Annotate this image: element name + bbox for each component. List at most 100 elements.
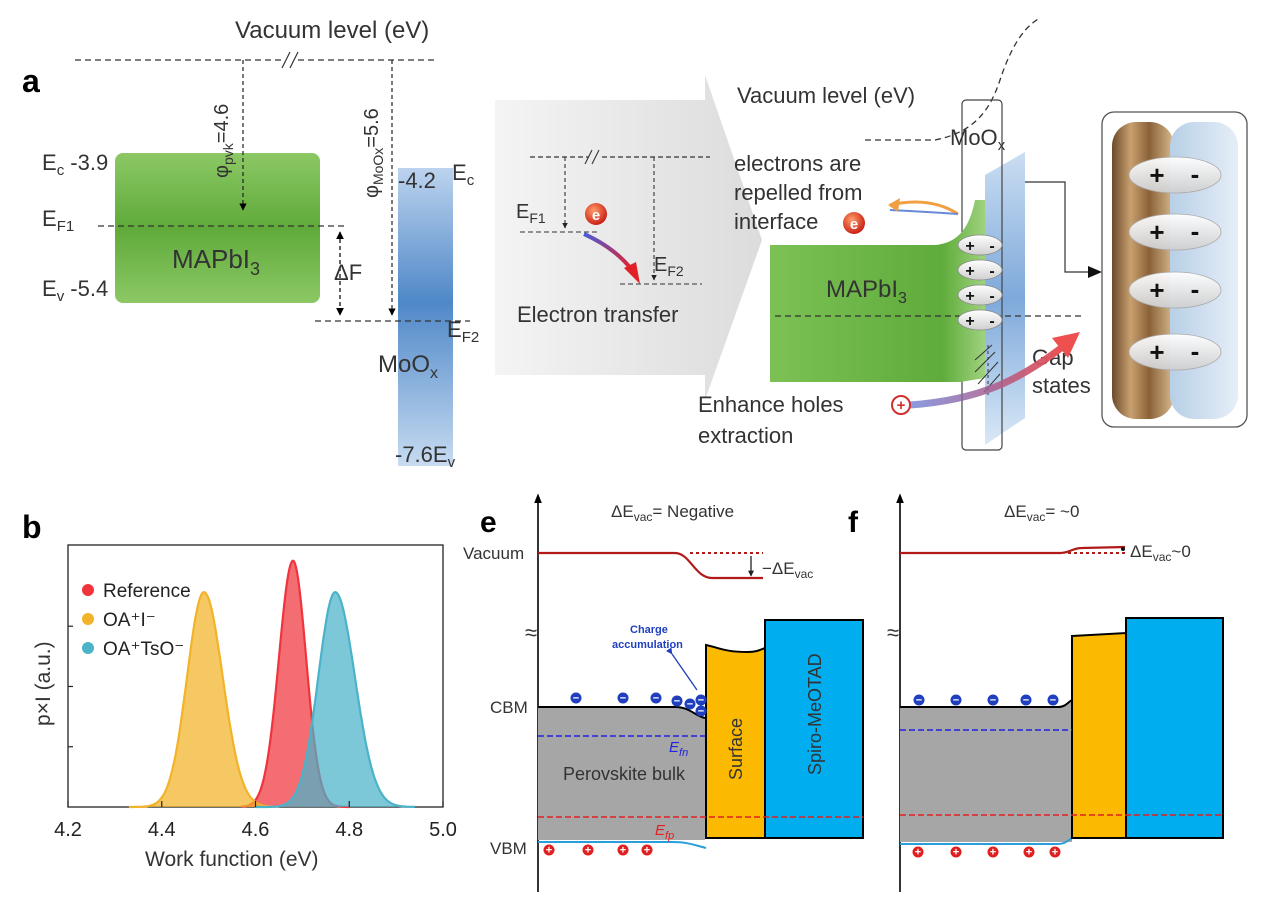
fHoles-sign-0: +: [915, 847, 921, 859]
x-tick-label-4: 5.0: [429, 819, 457, 841]
right-moox-layer: [985, 152, 1025, 445]
gap-line2: states: [1032, 373, 1091, 398]
fHoles-dot-0: [912, 846, 924, 858]
phi-moox-label: φMoOx=5.6: [361, 108, 386, 198]
electron-transfer-arrowhead: [624, 262, 640, 284]
inset-dipole-3: [1128, 333, 1222, 371]
moox-band: [398, 168, 453, 466]
inset-dipole-minus-1: -: [1191, 216, 1200, 246]
repelled-electron-symbol: e: [850, 216, 858, 233]
ef2-label: EF2: [447, 317, 479, 346]
fElectrons-sign-4: −: [1050, 695, 1056, 707]
legend-label-2: OA⁺TsO⁻: [103, 639, 184, 660]
ev-moox-value: -7.6Ev: [395, 442, 456, 471]
hole-symbol: +: [897, 397, 906, 414]
legend-marker-1: [82, 613, 94, 625]
dipole-0: [957, 234, 1003, 256]
e-vbm-label: VBM: [490, 839, 527, 858]
series-line-2: [255, 591, 415, 809]
chart-x-label: Work function (eV): [145, 848, 319, 871]
x-tick-label-0: 4.2: [54, 819, 82, 841]
moox-label: MoOx: [378, 351, 438, 382]
electron-symbol: e: [592, 207, 600, 224]
electron-transfer-label: Electron transfer: [517, 302, 678, 327]
interface-dipole-column: +-+-+-+-: [957, 234, 1003, 331]
fElectrons-sign-1: −: [953, 695, 959, 707]
dipole-2: [957, 284, 1003, 306]
dipole-minus-1: -: [989, 263, 994, 280]
x-tick-label-2: 4.6: [242, 819, 270, 841]
dipole-1: [957, 259, 1003, 281]
panel-label-e: e: [480, 506, 497, 539]
panel-a-left-diagram: Vacuum level (eV) φpvk=4.6 φMoOx=5.6 Ec …: [42, 17, 479, 471]
f-perovskite-bulk: [900, 700, 1072, 842]
eHoles-dot-1: [582, 844, 594, 856]
zoom-arrowhead: [1088, 266, 1102, 278]
mid-ef2-label: EF2: [654, 254, 684, 279]
legend-marker-0: [82, 584, 94, 596]
f-title: ΔEvac= ~0: [1004, 502, 1079, 524]
eElectrons-sign-6: −: [698, 706, 704, 718]
fElectrons-dot-4: [1047, 694, 1059, 706]
right-moox-label: MoOx: [950, 125, 1006, 154]
panel-label-f: f: [848, 506, 859, 539]
f-vacuum-level: [900, 545, 1126, 555]
fHoles-dot-1: [950, 846, 962, 858]
repel-arrowhead: [888, 198, 900, 212]
f-delta-marker: [1121, 547, 1125, 551]
dipole-minus-0: -: [989, 238, 994, 255]
panel-a-right-diagram: Vacuum level (eV) MoOx electrons are rep…: [698, 17, 1248, 451]
e-cbm-line: [538, 706, 706, 719]
eHoles-sign-2: +: [620, 845, 626, 857]
right-mapbi-band: [770, 200, 985, 382]
dipole-plus-2: +: [965, 288, 974, 305]
inset-dipole-minus-3: -: [1191, 336, 1200, 366]
e-axis-break: ≈: [525, 620, 537, 645]
eElectrons-dot-2: [650, 692, 662, 704]
f-delta-label: ΔEvac~0: [1130, 542, 1191, 564]
fElectrons-dot-0: [913, 694, 925, 706]
repelled-line1: electrons are: [734, 151, 861, 176]
eHoles-dot-3: [641, 844, 653, 856]
vacuum-level-label: Vacuum level (eV): [235, 17, 429, 44]
fHoles-sign-3: +: [1026, 847, 1032, 859]
e-vacuum-label: Vacuum: [463, 544, 524, 563]
dipole-minus-3: -: [989, 313, 994, 330]
f-spiro-layer: [1125, 617, 1224, 839]
mapbi-band: [115, 153, 320, 303]
fElectrons-dot-3: [1020, 694, 1032, 706]
e-delta-label: −ΔEvac: [762, 559, 813, 581]
series-line-1: [128, 591, 275, 809]
e-electrons: −−−−−−−: [570, 692, 707, 718]
fElectrons-dot-2: [987, 694, 999, 706]
eElectrons-sign-3: −: [674, 696, 680, 708]
repelled-line3: interface: [734, 209, 818, 234]
e-efp-label: Efp: [655, 822, 674, 842]
chart-plot-frame: [67, 544, 444, 808]
panel-a-middle-diagram: EF1 EF2 e Electron transfer: [495, 75, 762, 400]
inset-dipoles: +-+-+-+-: [1128, 156, 1222, 371]
dipole-plus-3: +: [965, 313, 974, 330]
x-tick-label-3: 4.8: [335, 819, 363, 841]
eHoles-sign-1: +: [585, 845, 591, 857]
e-vbm-line: [538, 841, 707, 849]
zoom-connector: [1025, 181, 1090, 273]
hole-extraction-arrow: [909, 342, 1068, 409]
f-axis-break: ≈: [887, 620, 899, 645]
chart-y-label: p×I (a.u.): [32, 641, 55, 726]
mapbi-label: MAPbI3: [172, 244, 260, 279]
process-arrow-shape: [495, 75, 762, 400]
e-surface-label: Surface: [726, 718, 746, 780]
dipole-plus-0: +: [965, 238, 974, 255]
ef1-label: EF1: [42, 206, 74, 235]
inset-dipole-plus-0: +: [1149, 160, 1164, 190]
fHoles-sign-4: +: [1052, 847, 1058, 859]
eElectrons-dot-5: [695, 694, 707, 706]
series-area-0: [241, 560, 350, 807]
eElectrons-dot-3: [671, 695, 683, 707]
f-cbm-line: [900, 699, 1073, 708]
f-vbm-line: [900, 837, 1073, 845]
electron-icon: [585, 203, 607, 225]
